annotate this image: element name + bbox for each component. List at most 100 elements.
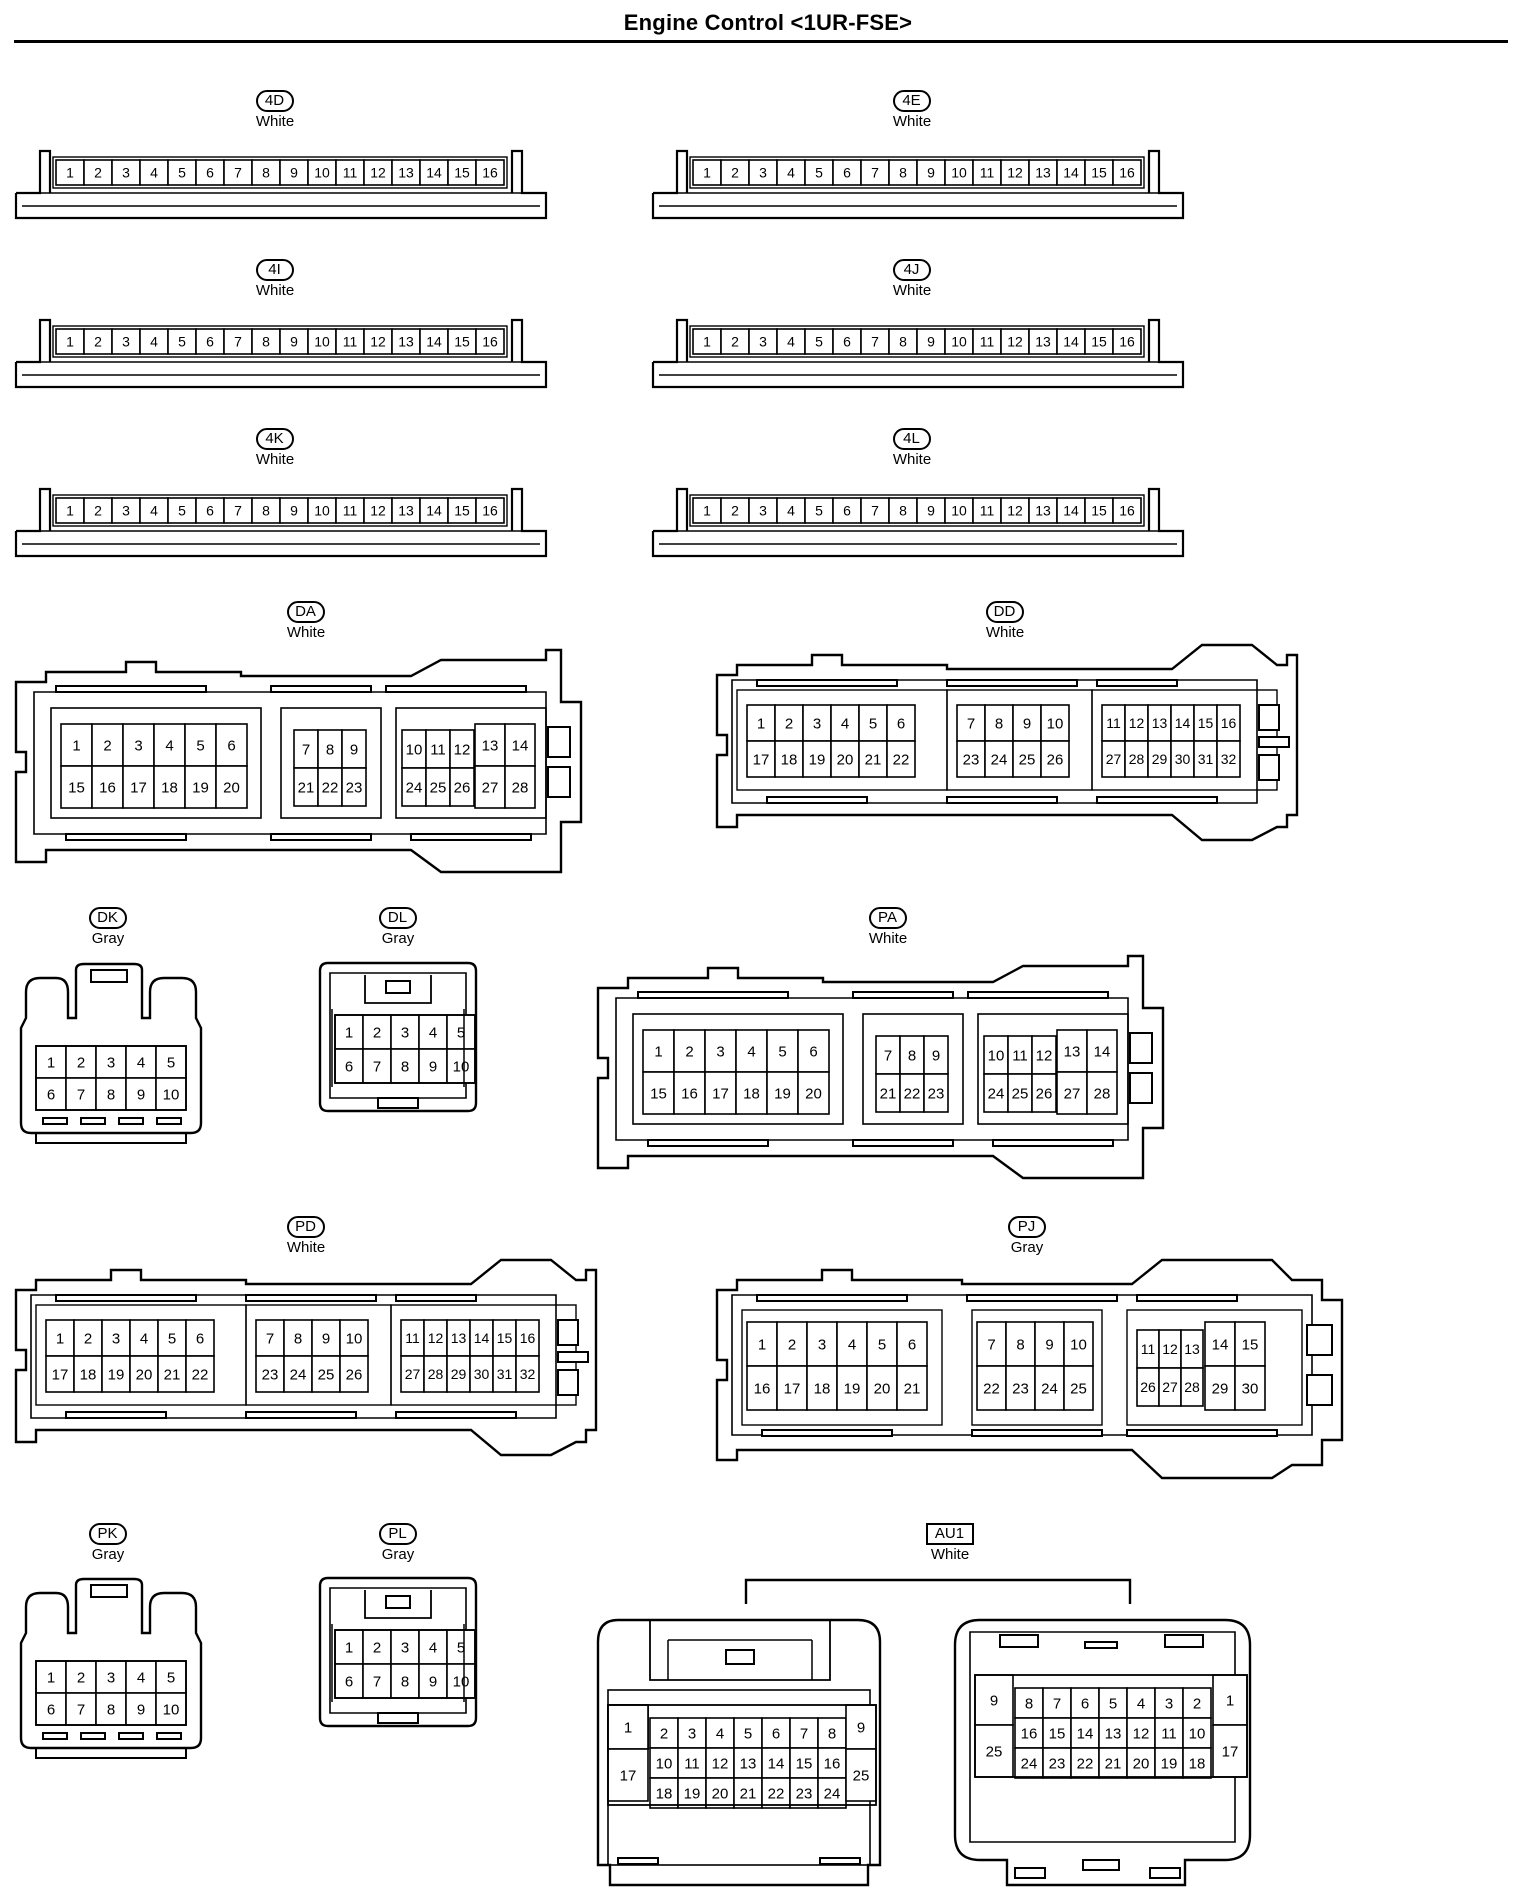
svg-text:19: 19 [684, 1785, 701, 1802]
svg-text:1: 1 [345, 1639, 353, 1656]
svg-text:1: 1 [703, 503, 711, 519]
svg-text:11: 11 [343, 165, 358, 181]
svg-text:18: 18 [161, 779, 178, 796]
pin-cell: 2 [91, 723, 124, 767]
pin-cell: 28 [423, 1355, 448, 1393]
pin-cell: 6 [832, 159, 862, 186]
pin-cell: 4 [705, 1717, 735, 1749]
connector-code-4d: 4D [255, 90, 294, 112]
svg-text:8: 8 [262, 503, 270, 519]
svg-text:4: 4 [429, 1024, 437, 1041]
pin-cell: 6 [1070, 1687, 1100, 1719]
pin-cell: 15 [789, 1747, 819, 1779]
pin-cell: 11 [400, 1319, 425, 1357]
pin-cell: 27 [474, 765, 506, 809]
svg-text:1: 1 [757, 715, 765, 732]
pin-cell: 1 [35, 1660, 67, 1694]
svg-text:14: 14 [1094, 1043, 1111, 1060]
pin-cell: 6 [832, 497, 862, 524]
svg-text:3: 3 [401, 1639, 409, 1656]
pin-cell: 8 [283, 1319, 313, 1357]
svg-text:4: 4 [429, 1639, 437, 1656]
svg-text:1: 1 [1226, 1692, 1234, 1709]
svg-text:18: 18 [80, 1366, 97, 1383]
svg-text:13: 13 [1035, 334, 1051, 350]
pin-cell: 16 [475, 328, 505, 355]
svg-text:21: 21 [164, 1366, 181, 1383]
pin-cell: 12 [423, 1319, 448, 1357]
svg-text:4: 4 [787, 165, 795, 181]
svg-text:5: 5 [178, 503, 186, 519]
connector-code-4k: 4K [255, 428, 294, 450]
pin-cell: 6 [215, 723, 248, 767]
pin-cell: 5 [446, 1629, 476, 1665]
pin-cell: 2 [1182, 1687, 1212, 1719]
svg-text:10: 10 [346, 1330, 363, 1347]
svg-text:7: 7 [266, 1330, 274, 1347]
pin-cell: 3 [95, 1660, 127, 1694]
svg-text:26: 26 [1140, 1379, 1156, 1395]
pin-cell: 9 [923, 1035, 949, 1075]
svg-text:25: 25 [853, 1767, 870, 1784]
svg-text:15: 15 [454, 503, 470, 519]
svg-text:12: 12 [370, 165, 386, 181]
pin-cell: 9 [418, 1663, 448, 1699]
pin-cell: 6 [334, 1663, 364, 1699]
connector-color-da: White [286, 624, 326, 641]
svg-text:11: 11 [430, 741, 446, 758]
connector-color-pl: Gray [381, 1546, 415, 1563]
pin-cell: 9 [916, 328, 946, 355]
pin-cell: 1 [746, 704, 776, 742]
svg-text:13: 13 [398, 165, 414, 181]
svg-text:7: 7 [77, 1701, 85, 1718]
svg-text:2: 2 [103, 737, 111, 754]
connector-code-pj: PJ [1007, 1216, 1046, 1238]
pin-cell: 8 [390, 1048, 420, 1084]
svg-text:7: 7 [871, 165, 879, 181]
pin-cell: 21 [733, 1777, 763, 1809]
svg-text:9: 9 [927, 334, 935, 350]
pin-cell: 1 [642, 1029, 675, 1073]
svg-text:16: 16 [99, 779, 116, 796]
pin-cell: 10 [307, 328, 337, 355]
svg-text:26: 26 [1047, 751, 1064, 768]
pin-cell: 10 [983, 1035, 1009, 1075]
pin-cell: 15 [447, 328, 477, 355]
pin-cell: 5 [733, 1717, 763, 1749]
pin-cell: 9 [311, 1319, 341, 1357]
svg-text:14: 14 [426, 165, 442, 181]
connector-code-da: DA [286, 601, 325, 623]
svg-text:10: 10 [314, 334, 330, 350]
pin-cell: 16 [673, 1071, 706, 1115]
pin-cell: 23 [341, 767, 367, 807]
svg-text:2: 2 [77, 1054, 85, 1071]
pin-cell: 12 [1031, 1035, 1057, 1075]
svg-text:1: 1 [47, 1054, 55, 1071]
pin-cell: 16 [1112, 328, 1142, 355]
svg-text:10: 10 [951, 165, 967, 181]
svg-text:8: 8 [995, 715, 1003, 732]
svg-text:5: 5 [168, 1330, 176, 1347]
pin-cell: 30 [469, 1355, 494, 1393]
svg-text:6: 6 [206, 503, 214, 519]
svg-text:6: 6 [196, 1330, 204, 1347]
pin-cell: 5 [858, 704, 888, 742]
svg-text:16: 16 [681, 1085, 698, 1102]
svg-text:11: 11 [1161, 1725, 1177, 1742]
pin-cell: 23 [789, 1777, 819, 1809]
connector-code-pk: PK [88, 1523, 127, 1545]
connector-code-4e: 4E [892, 90, 931, 112]
svg-text:8: 8 [899, 503, 907, 519]
pin-cell: 8 [984, 704, 1014, 742]
svg-text:25: 25 [986, 1743, 1003, 1760]
pin-cell: 20 [1126, 1747, 1156, 1779]
svg-text:12: 12 [1007, 503, 1023, 519]
svg-text:28: 28 [1094, 1085, 1111, 1102]
svg-text:21: 21 [904, 1380, 921, 1397]
svg-text:11: 11 [1141, 1341, 1156, 1357]
svg-text:7: 7 [871, 334, 879, 350]
pin-cell: 5 [167, 497, 197, 524]
